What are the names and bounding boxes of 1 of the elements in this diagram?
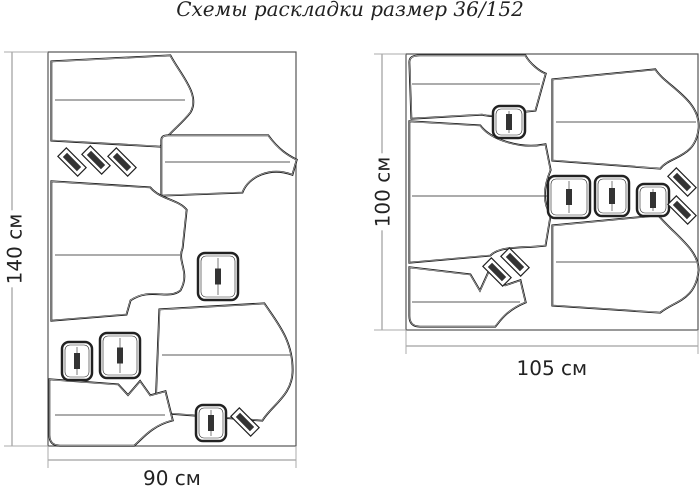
- diagram-title: Схемы раскладки размер 36/152: [175, 0, 525, 21]
